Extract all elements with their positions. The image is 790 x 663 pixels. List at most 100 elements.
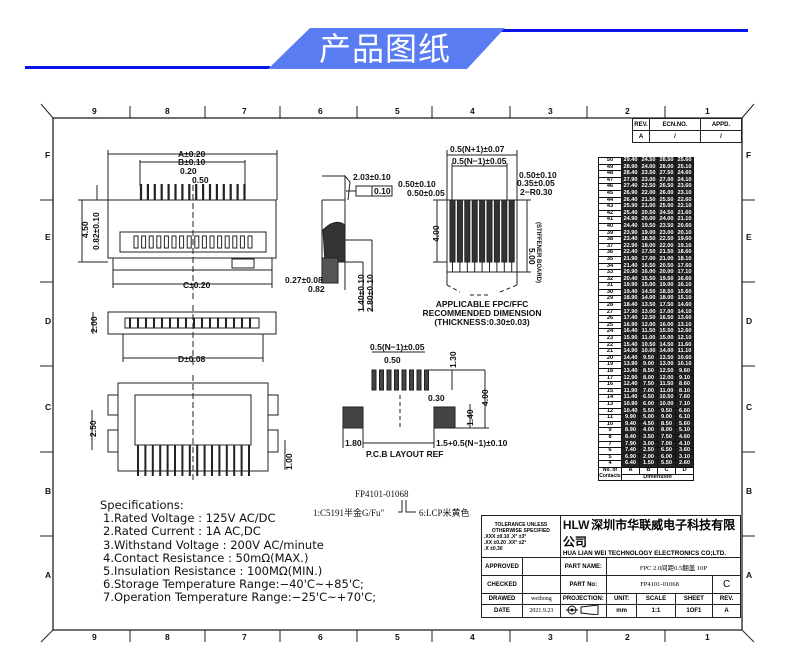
checked-label: CHECKED — [481, 575, 523, 594]
frame-column-label: 8 — [165, 106, 170, 116]
banner-title: 产品图纸 — [318, 30, 451, 68]
dim-pin-width: 0.20 — [180, 166, 197, 176]
fpc-finger — [464, 199, 471, 263]
frame-column-label: 6 — [318, 106, 323, 116]
table-header: B — [639, 466, 658, 475]
pcb-pad — [371, 369, 377, 391]
approved-label: APPROVED — [481, 557, 523, 576]
frame-row-label: D — [746, 316, 752, 326]
dimension-cell: 17.00 — [639, 255, 658, 264]
unit-value: mm — [605, 604, 638, 618]
callout-part-number: FP4101-01068 — [355, 489, 409, 499]
slot-contact — [171, 235, 177, 249]
frame-row-label: F — [45, 150, 50, 160]
dim-tail: 0.27±0.08 — [285, 275, 323, 285]
slot-contact — [217, 235, 223, 249]
dim-h1: 1.40±0.10 — [356, 274, 366, 312]
company-name-en: HUA LIAN WEI TECHNOLOGY ELECTRONICS CO;L… — [562, 550, 727, 557]
table-footer: Dimension — [621, 473, 694, 482]
slot-contact — [232, 235, 238, 249]
date-value: 2021.9.23 — [522, 604, 561, 618]
top-view — [92, 305, 277, 365]
dim-bottom-right: 1.00 — [284, 453, 294, 470]
dim-pcb-pitch: 0.50 — [384, 355, 401, 365]
dim-pitch: 0.50 — [192, 175, 209, 185]
fpc-view — [433, 150, 531, 296]
dim-d: D±0.08 — [178, 354, 206, 364]
dim-pcb-mount-span: 1.5+0.5(N−1)±0.10 — [436, 438, 508, 448]
part-no-label: PART No: — [559, 575, 607, 594]
dim-pcb-mount-height: 1.40 — [465, 409, 475, 426]
dim-pcb-mount-width: 1.80 — [345, 438, 362, 448]
bottom-view — [91, 375, 286, 480]
title-block: TOLERANCE UNLESS OTHERWISE SPECIFIED .XX… — [481, 515, 742, 618]
frame-column-label: 9 — [92, 106, 97, 116]
slot-contact — [201, 235, 207, 249]
frame-row-label: E — [45, 232, 51, 242]
fpc-radius: 2−R0.30 — [520, 187, 553, 197]
tolerance-line: .XX ±0.20 .XX° ±2° — [484, 539, 527, 546]
company-logo: HLW — [562, 518, 590, 532]
dim-fpc-total: 0.5(N+1)±0.07 — [450, 144, 505, 154]
pcb-pad — [379, 369, 384, 391]
spec-item: 4.Contact Resistance : 50mΩ(MAX.) — [103, 550, 309, 565]
tolerance-line: .XXX ±0.10 .X° ±3° — [484, 533, 527, 540]
spec-item: 5.Insulation Resistance : 100MΩ(MIN.) — [103, 564, 323, 579]
dim-fpc-left2: 0.50±0.05 — [407, 188, 445, 198]
table-header: C — [657, 466, 676, 475]
dim-fpc-span: 0.5(N−1)±0.05 — [452, 156, 507, 166]
dimension-cell: 18.10 — [675, 255, 694, 264]
slot-contact — [186, 235, 192, 249]
appd-header: APPD. — [700, 118, 742, 131]
pcb-pad — [416, 369, 422, 391]
frame-row-label: D — [45, 316, 51, 326]
fpc-caption-2: RECOMMENDED DIMENSION — [422, 308, 541, 318]
slot-contact — [156, 235, 162, 249]
checked-value — [522, 575, 561, 594]
fpc-finger — [449, 199, 456, 263]
dim-a: A±0.20 — [178, 149, 206, 159]
slot-contact — [163, 235, 169, 249]
dim-fpc-right1: 0.50±0.10 — [519, 170, 557, 180]
sheet-label: SHEET — [674, 593, 714, 605]
company-name-cn: 深圳市华联威电子科技有限公司 — [562, 518, 736, 549]
dim-b: B±0.10 — [178, 157, 206, 167]
drawed-value: weihong — [522, 593, 561, 605]
frame-column-label: 7 — [242, 632, 247, 642]
part-no-value: FP4101-01068 — [605, 575, 714, 594]
rev-value: A — [632, 130, 650, 143]
fpc-finger — [501, 199, 508, 263]
frame-row-label: C — [45, 402, 51, 412]
dim-fpc-stiffener: 5.00 — [527, 248, 537, 265]
frame-column-label: 1 — [705, 632, 710, 642]
size-code: C — [712, 575, 741, 594]
approved-value — [522, 557, 561, 576]
projection-label: PROJECTION: — [559, 593, 607, 605]
fpc-finger — [508, 199, 515, 263]
dim-fpc-right2: 0.35±0.05 — [517, 178, 555, 188]
slot-contact — [224, 235, 230, 249]
frame-row-label: B — [746, 486, 752, 496]
dim-top-height: 2.00 — [89, 316, 99, 333]
slot-contact — [247, 235, 253, 249]
company-block: HLW 深圳市华联威电子科技有限公司 HUA LIAN WEI TECHNOLO… — [559, 515, 742, 558]
frame-row-label: A — [746, 570, 752, 580]
drawed-label: DRAWED — [481, 593, 523, 605]
callout-material-6: 6:LCP米黄色 — [419, 507, 470, 518]
banner-line-left — [25, 66, 270, 69]
